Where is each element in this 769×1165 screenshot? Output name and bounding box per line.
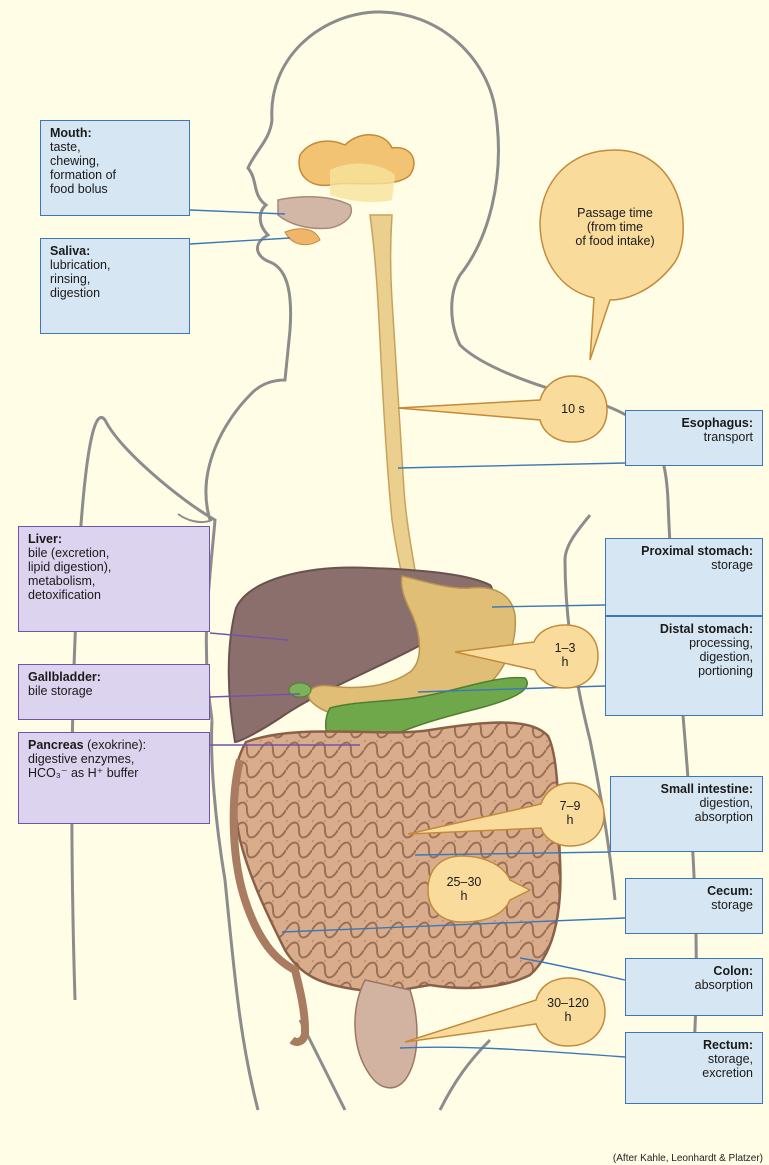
passage-time-small-intestine: 7–9 h bbox=[548, 799, 592, 827]
label-cecum-desc: storage bbox=[635, 898, 753, 912]
label-small-intestine-desc: digestion, absorption bbox=[620, 796, 753, 824]
label-mouth: Mouth: taste, chewing, formation of food… bbox=[40, 120, 190, 216]
label-proximal-stomach-title: Proximal stomach: bbox=[615, 544, 753, 558]
label-rectum: Rectum: storage, excretion bbox=[625, 1032, 763, 1104]
purple-leader-lines bbox=[210, 633, 360, 745]
label-saliva: Saliva: lubrication, rinsing, digestion bbox=[40, 238, 190, 334]
label-distal-stomach: Distal stomach: processing, digestion, p… bbox=[605, 616, 763, 716]
salivary-glands bbox=[299, 135, 414, 202]
label-rectum-title: Rectum: bbox=[635, 1038, 753, 1052]
label-saliva-desc: lubrication, rinsing, digestion bbox=[50, 258, 180, 300]
label-mouth-desc: taste, chewing, formation of food bolus bbox=[50, 140, 180, 196]
gallbladder-shape bbox=[289, 683, 311, 697]
mouth-cavity bbox=[278, 197, 351, 245]
passage-time-stomach: 1–3 h bbox=[543, 641, 587, 669]
label-esophagus: Esophagus: transport bbox=[625, 410, 763, 466]
label-liver-desc: bile (excretion, lipid digestion), metab… bbox=[28, 546, 200, 602]
label-pancreas-heading: Pancreas (exokrine): bbox=[28, 738, 200, 752]
label-gallbladder-desc: bile storage bbox=[28, 684, 200, 698]
leader-lines bbox=[190, 210, 625, 1057]
label-pancreas-desc: digestive enzymes, HCO₃⁻ as H⁺ buffer bbox=[28, 752, 200, 780]
pancreas-shape bbox=[326, 678, 528, 753]
intestines bbox=[234, 723, 561, 1088]
passage-time-colon: 30–120 h bbox=[538, 996, 598, 1024]
label-cecum: Cecum: storage bbox=[625, 878, 763, 934]
bubble-header bbox=[540, 150, 683, 360]
esophagus-tube bbox=[370, 215, 416, 576]
passage-time-cecum: 25–30 h bbox=[434, 875, 494, 903]
label-small-intestine: Small intestine: digestion, absorption bbox=[610, 776, 763, 852]
label-rectum-desc: storage, excretion bbox=[635, 1052, 753, 1080]
label-pancreas-title-suffix: (exokrine): bbox=[84, 738, 147, 752]
label-esophagus-title: Esophagus: bbox=[635, 416, 753, 430]
label-gallbladder-title: Gallbladder: bbox=[28, 670, 200, 684]
label-liver: Liver: bile (excretion, lipid digestion)… bbox=[18, 526, 210, 632]
label-pancreas: Pancreas (exokrine): digestive enzymes, … bbox=[18, 732, 210, 824]
label-proximal-stomach: Proximal stomach: storage bbox=[605, 538, 763, 616]
passage-time-header: Passage time (from time of food intake) bbox=[545, 206, 685, 248]
label-colon: Colon: absorption bbox=[625, 958, 763, 1016]
label-distal-stomach-desc: processing, digestion, portioning bbox=[615, 636, 753, 678]
liver-shape bbox=[229, 568, 492, 742]
label-distal-stomach-title: Distal stomach: bbox=[615, 622, 753, 636]
label-pancreas-title: Pancreas bbox=[28, 738, 84, 752]
label-small-intestine-title: Small intestine: bbox=[620, 782, 753, 796]
stomach-shape bbox=[309, 576, 516, 721]
figure-credit: (After Kahle, Leonhardt & Platzer) bbox=[613, 1153, 763, 1164]
label-colon-title: Colon: bbox=[635, 964, 753, 978]
label-gallbladder: Gallbladder: bile storage bbox=[18, 664, 210, 720]
label-cecum-title: Cecum: bbox=[635, 884, 753, 898]
label-colon-desc: absorption bbox=[635, 978, 753, 992]
label-proximal-stomach-desc: storage bbox=[615, 558, 753, 572]
label-esophagus-desc: transport bbox=[635, 430, 753, 444]
label-mouth-title: Mouth: bbox=[50, 126, 180, 140]
label-liver-title: Liver: bbox=[28, 532, 200, 546]
label-saliva-title: Saliva: bbox=[50, 244, 180, 258]
passage-time-esophagus: 10 s bbox=[548, 402, 598, 416]
